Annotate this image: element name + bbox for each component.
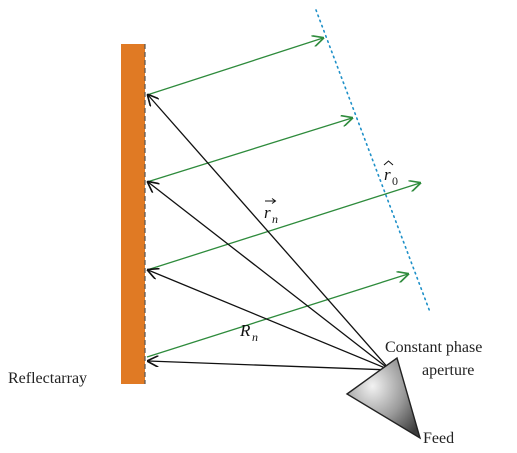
incident-ray-3 xyxy=(148,270,391,371)
R-symbol: R xyxy=(239,321,251,340)
reflected-rays xyxy=(146,38,420,358)
r0-subscript: 0 xyxy=(392,174,398,188)
reflectarray-label: Reflectarray xyxy=(8,370,87,387)
feed-label: Feed xyxy=(423,430,454,447)
r0-unit-vector-label: r 0 xyxy=(383,160,398,188)
aperture-label-line2: aperture xyxy=(422,362,474,379)
r0-hat-accent xyxy=(383,160,394,166)
R-n-label: R n xyxy=(239,321,258,344)
r-vector-arrow-head xyxy=(271,198,277,204)
R-subscript: n xyxy=(252,330,258,344)
incident-ray-4 xyxy=(148,361,391,371)
incident-ray-2 xyxy=(148,182,391,371)
reflected-ray-2 xyxy=(146,118,352,183)
r-vector-label: r n xyxy=(264,198,278,226)
incident-rays xyxy=(148,95,391,371)
r-vector-subscript: n xyxy=(272,212,278,226)
reflectarray-panel xyxy=(121,44,145,384)
reflected-ray-3 xyxy=(146,183,420,271)
r0-symbol: r xyxy=(384,165,391,184)
constant-phase-aperture-line xyxy=(315,9,431,313)
r-vector-symbol: r xyxy=(264,203,271,222)
aperture-label-line1: Constant phase xyxy=(385,339,482,356)
reflected-ray-1 xyxy=(146,38,323,96)
reflected-ray-4 xyxy=(146,274,408,358)
feed-horn-icon xyxy=(345,356,422,440)
incident-ray-1 xyxy=(148,95,391,371)
